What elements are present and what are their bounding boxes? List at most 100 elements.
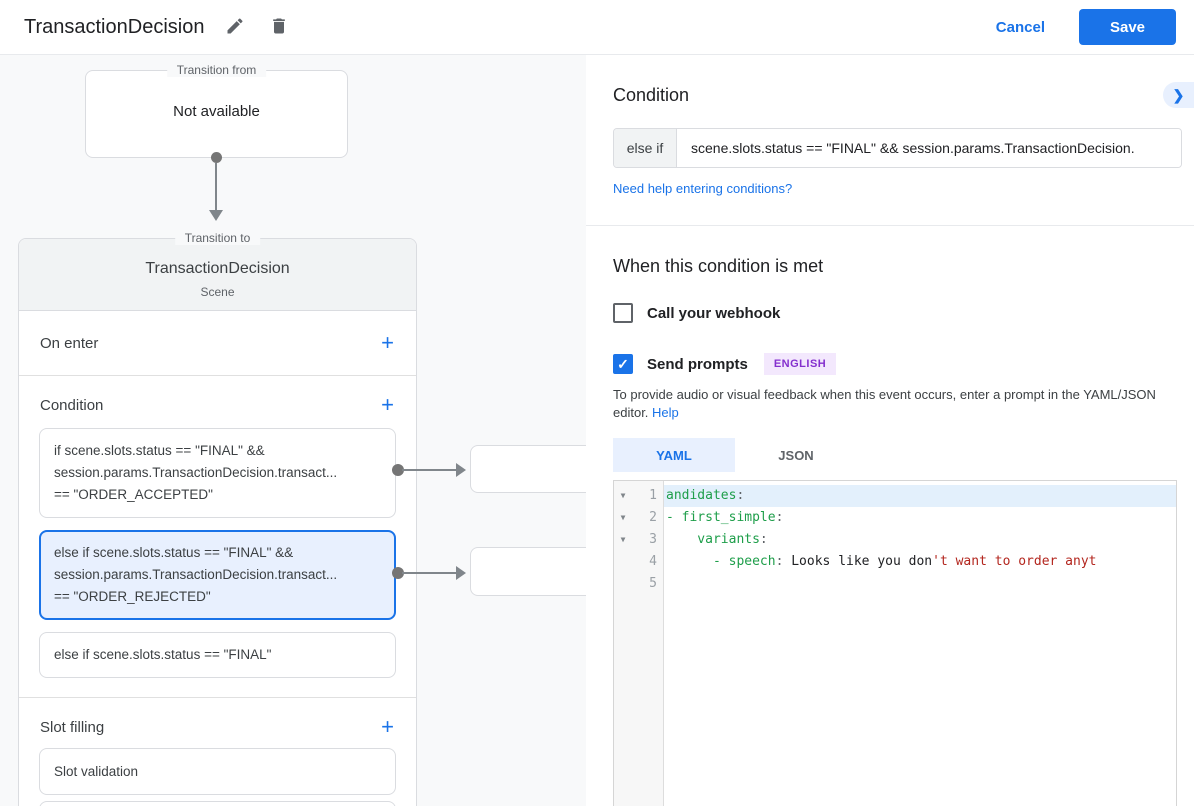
line-number: 3 bbox=[649, 532, 657, 547]
condition-help-link[interactable]: Need help entering conditions? bbox=[613, 181, 793, 196]
line-number: 2 bbox=[649, 510, 657, 525]
code-line-text: andidates: bbox=[664, 485, 1176, 507]
cancel-button[interactable]: Cancel bbox=[995, 18, 1045, 36]
flow-canvas: Transition from Not available Transition… bbox=[0, 55, 586, 806]
connector-dot bbox=[392, 567, 404, 579]
slot-cards: Slot validation bbox=[19, 748, 416, 806]
page-title: TransactionDecision bbox=[24, 15, 205, 38]
condition-label: Condition bbox=[40, 396, 104, 414]
connector-line bbox=[215, 163, 217, 211]
tab-json[interactable]: JSON bbox=[778, 447, 814, 463]
on-enter-label: On enter bbox=[40, 334, 99, 352]
title-actions bbox=[224, 16, 290, 38]
condition-card-line: if scene.slots.status == "FINAL" && bbox=[54, 443, 265, 458]
condition-cards: if scene.slots.status == "FINAL" && sessi… bbox=[19, 428, 416, 678]
collapse-panel-button[interactable]: ❯ bbox=[1163, 82, 1194, 108]
send-prompts-label: Send prompts bbox=[647, 355, 748, 373]
scene-subtitle: Scene bbox=[200, 285, 235, 299]
condition-card[interactable]: else if scene.slots.status == "FINAL" &&… bbox=[39, 530, 396, 620]
help-link[interactable]: Help bbox=[652, 404, 679, 420]
transition-to-box: Transition to TransactionDecision Scene … bbox=[18, 231, 417, 806]
transition-from-value: Not available bbox=[173, 102, 260, 120]
edit-button[interactable] bbox=[224, 16, 246, 38]
arrow-right-icon bbox=[456, 463, 466, 477]
line-number: 5 bbox=[649, 576, 657, 591]
transition-from-label: Transition from bbox=[166, 63, 267, 77]
code-line[interactable]: 4 - speech: Looks like you don't want to… bbox=[614, 551, 1176, 573]
condition-panel-heading: Condition bbox=[613, 85, 690, 105]
scene-header: TransactionDecision Scene bbox=[19, 239, 416, 311]
transition-from-box[interactable]: Transition from Not available bbox=[85, 63, 348, 158]
line-number: 4 bbox=[649, 554, 657, 569]
line-gutter: ▼3 bbox=[614, 529, 664, 551]
slot-filling-section: Slot filling + Slot validation bbox=[19, 698, 416, 806]
connector-dot bbox=[392, 464, 404, 476]
fold-arrow-icon[interactable]: ▼ bbox=[620, 513, 626, 522]
feedback-text: To provide audio or visual feedback when… bbox=[613, 386, 1183, 421]
header-actions: Cancel Save bbox=[996, 9, 1176, 45]
webhook-label: Call your webhook bbox=[647, 304, 781, 322]
detail-panel: Condition ❯ else if Need help entering c… bbox=[586, 55, 1194, 806]
gutter-divider bbox=[663, 481, 664, 806]
code-line-text bbox=[664, 573, 1176, 595]
language-badge: ENGLISH bbox=[763, 353, 837, 375]
code-line[interactable]: ▼ 2 - first_simple: bbox=[614, 507, 1176, 529]
transition-target-box[interactable] bbox=[470, 445, 586, 493]
code-line[interactable]: ▼3 variants: bbox=[614, 529, 1176, 551]
condition-card[interactable]: else if scene.slots.status == "FINAL" bbox=[39, 632, 396, 678]
condition-card-line: session.params.TransactionDecision.trans… bbox=[54, 567, 338, 582]
connector-dot bbox=[211, 152, 222, 163]
slot-card[interactable] bbox=[39, 801, 396, 806]
chevron-right-icon: ❯ bbox=[1172, 86, 1185, 103]
condition-expression-input[interactable] bbox=[677, 129, 1181, 167]
add-condition-button[interactable]: + bbox=[381, 392, 394, 417]
line-gutter: ▼1 bbox=[614, 485, 664, 507]
condition-card-line: session.params.TransactionDecision.trans… bbox=[54, 465, 338, 480]
when-condition-heading: When this condition is met bbox=[613, 256, 824, 276]
code-line-text: - first_simple: bbox=[666, 510, 784, 525]
condition-card-line: == "ORDER_ACCEPTED" bbox=[54, 487, 213, 502]
arrow-right-icon bbox=[456, 566, 466, 580]
line-number: 1 bbox=[649, 488, 657, 503]
webhook-row: Call your webhook bbox=[613, 303, 1194, 323]
fold-arrow-icon[interactable]: ▼ bbox=[620, 491, 626, 500]
tab-yaml[interactable]: YAML bbox=[613, 438, 735, 472]
connector-line bbox=[402, 572, 456, 574]
slot-card[interactable]: Slot validation bbox=[39, 748, 396, 795]
send-prompts-checkbox[interactable]: ✓ bbox=[613, 354, 633, 374]
panel-divider bbox=[586, 225, 1194, 226]
slot-filling-label: Slot filling bbox=[40, 718, 105, 736]
condition-card[interactable]: if scene.slots.status == "FINAL" && sessi… bbox=[39, 428, 396, 518]
add-on-enter-button[interactable]: + bbox=[381, 330, 394, 355]
slot-filling-header: Slot filling + bbox=[19, 712, 416, 742]
condition-prefix: else if bbox=[614, 129, 677, 167]
pencil-icon bbox=[225, 16, 245, 39]
condition-editor-section: Condition ❯ else if Need help entering c… bbox=[586, 55, 1194, 198]
code-line[interactable]: 5 bbox=[614, 573, 1176, 595]
connector-line bbox=[402, 469, 456, 471]
app-header: TransactionDecision Cancel Save bbox=[0, 0, 1194, 55]
check-icon: ✓ bbox=[617, 355, 629, 372]
transition-to-label: Transition to bbox=[174, 231, 261, 245]
code-line-text: variants: bbox=[666, 532, 768, 547]
scene-title: TransactionDecision bbox=[145, 260, 290, 277]
save-button[interactable]: Save bbox=[1079, 9, 1176, 45]
arrow-down-icon bbox=[209, 210, 223, 221]
line-gutter: 4 bbox=[614, 551, 664, 573]
delete-button[interactable] bbox=[268, 16, 290, 38]
condition-card-line: else if scene.slots.status == "FINAL" && bbox=[54, 545, 294, 560]
transition-target-box[interactable] bbox=[470, 547, 586, 596]
condition-section-header: Condition + bbox=[19, 390, 416, 420]
on-enter-row: On enter + bbox=[19, 311, 416, 376]
fold-arrow-icon[interactable]: ▼ bbox=[620, 535, 626, 544]
code-line-text: - speech: Looks like you don't want to o… bbox=[666, 554, 1097, 569]
line-gutter: 5 bbox=[614, 573, 664, 595]
webhook-checkbox[interactable] bbox=[613, 303, 633, 323]
send-prompts-row: ✓ Send prompts ENGLISH bbox=[613, 353, 1194, 375]
add-slot-button[interactable]: + bbox=[381, 714, 394, 739]
feedback-text-body: To provide audio or visual feedback when… bbox=[613, 387, 1156, 420]
editor-tabs: YAML JSON bbox=[613, 438, 1194, 472]
